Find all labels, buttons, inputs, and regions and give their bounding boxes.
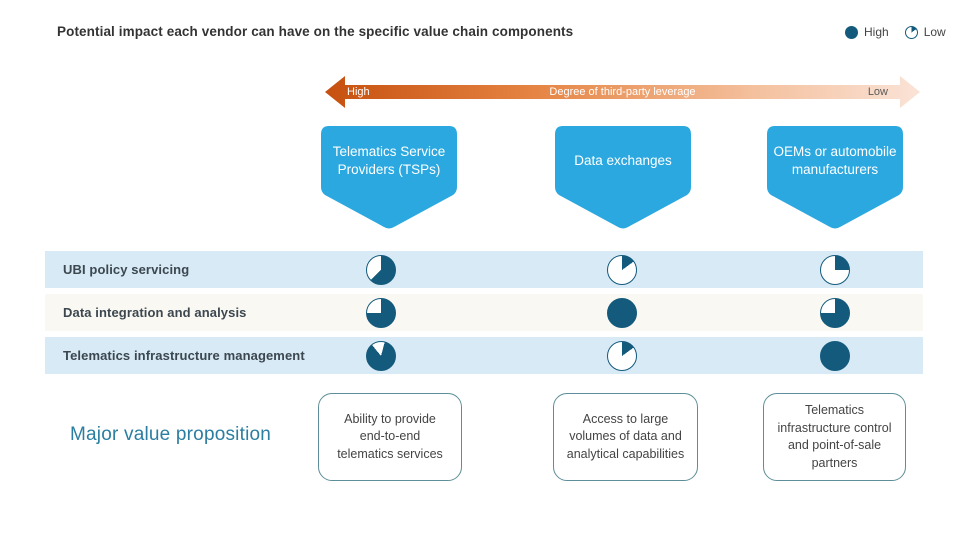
row-ubi-policy-servicing: UBI policy servicing — [45, 251, 923, 288]
harvey-ball — [366, 297, 396, 328]
harvey-ball — [366, 254, 396, 285]
pentagon-shape — [321, 126, 457, 229]
row-label: UBI policy servicing — [63, 262, 190, 277]
column-header-data-exchanges-label: Data exchanges — [574, 153, 672, 169]
harvey-ball — [607, 340, 637, 371]
major-value-proposition-label: Major value proposition — [70, 424, 272, 445]
legend-high-label: High — [864, 25, 889, 39]
pentagon-shape — [767, 126, 903, 229]
arrow-high-label: High — [347, 86, 370, 98]
legend-low-label: Low — [923, 25, 946, 39]
harvey-ball — [820, 340, 850, 371]
column-header-oems: OEMs or automobile manufacturers — [766, 125, 904, 232]
arrow-low-label: Low — [867, 86, 888, 98]
value-proposition-oems: Telematics infrastructure control and po… — [763, 393, 906, 481]
leverage-arrow: High Degree of third-party leverage Low — [325, 76, 920, 108]
arrow-center-label: Degree of third-party leverage — [549, 86, 696, 98]
column-header-oems-label: OEMs or automobile manufacturers — [773, 144, 897, 177]
harvey-ball — [607, 297, 637, 328]
row-telematics-infrastructure: Telematics infrastructure management — [45, 337, 923, 374]
row-data-integration-analysis: Data integration and analysis — [45, 294, 923, 331]
value-proposition-tsp: Ability to provide end-to-end telematics… — [318, 393, 462, 481]
column-header-tsp: Telematics Service Providers (TSPs) — [320, 125, 458, 232]
column-header-tsp-label: Telematics Service Providers (TSPs) — [332, 144, 446, 177]
low-pie-icon — [904, 25, 918, 39]
harvey-ball — [607, 254, 637, 285]
pentagon-shape — [555, 126, 691, 229]
legend-item-low: Low — [904, 25, 946, 39]
row-label: Telematics infrastructure management — [63, 348, 305, 363]
legend: High Low — [845, 25, 954, 39]
column-header-data-exchanges: Data exchanges — [554, 125, 692, 232]
harvey-ball — [366, 340, 396, 371]
harvey-ball — [820, 254, 850, 285]
value-proposition-data-exchanges: Access to large volumes of data and anal… — [553, 393, 698, 481]
page-title: Potential impact each vendor can have on… — [57, 24, 574, 39]
double-arrow-shape — [325, 76, 920, 108]
high-pie-icon — [845, 25, 858, 39]
legend-item-high: High — [845, 25, 889, 39]
row-label: Data integration and analysis — [63, 305, 247, 320]
harvey-ball — [820, 297, 850, 328]
